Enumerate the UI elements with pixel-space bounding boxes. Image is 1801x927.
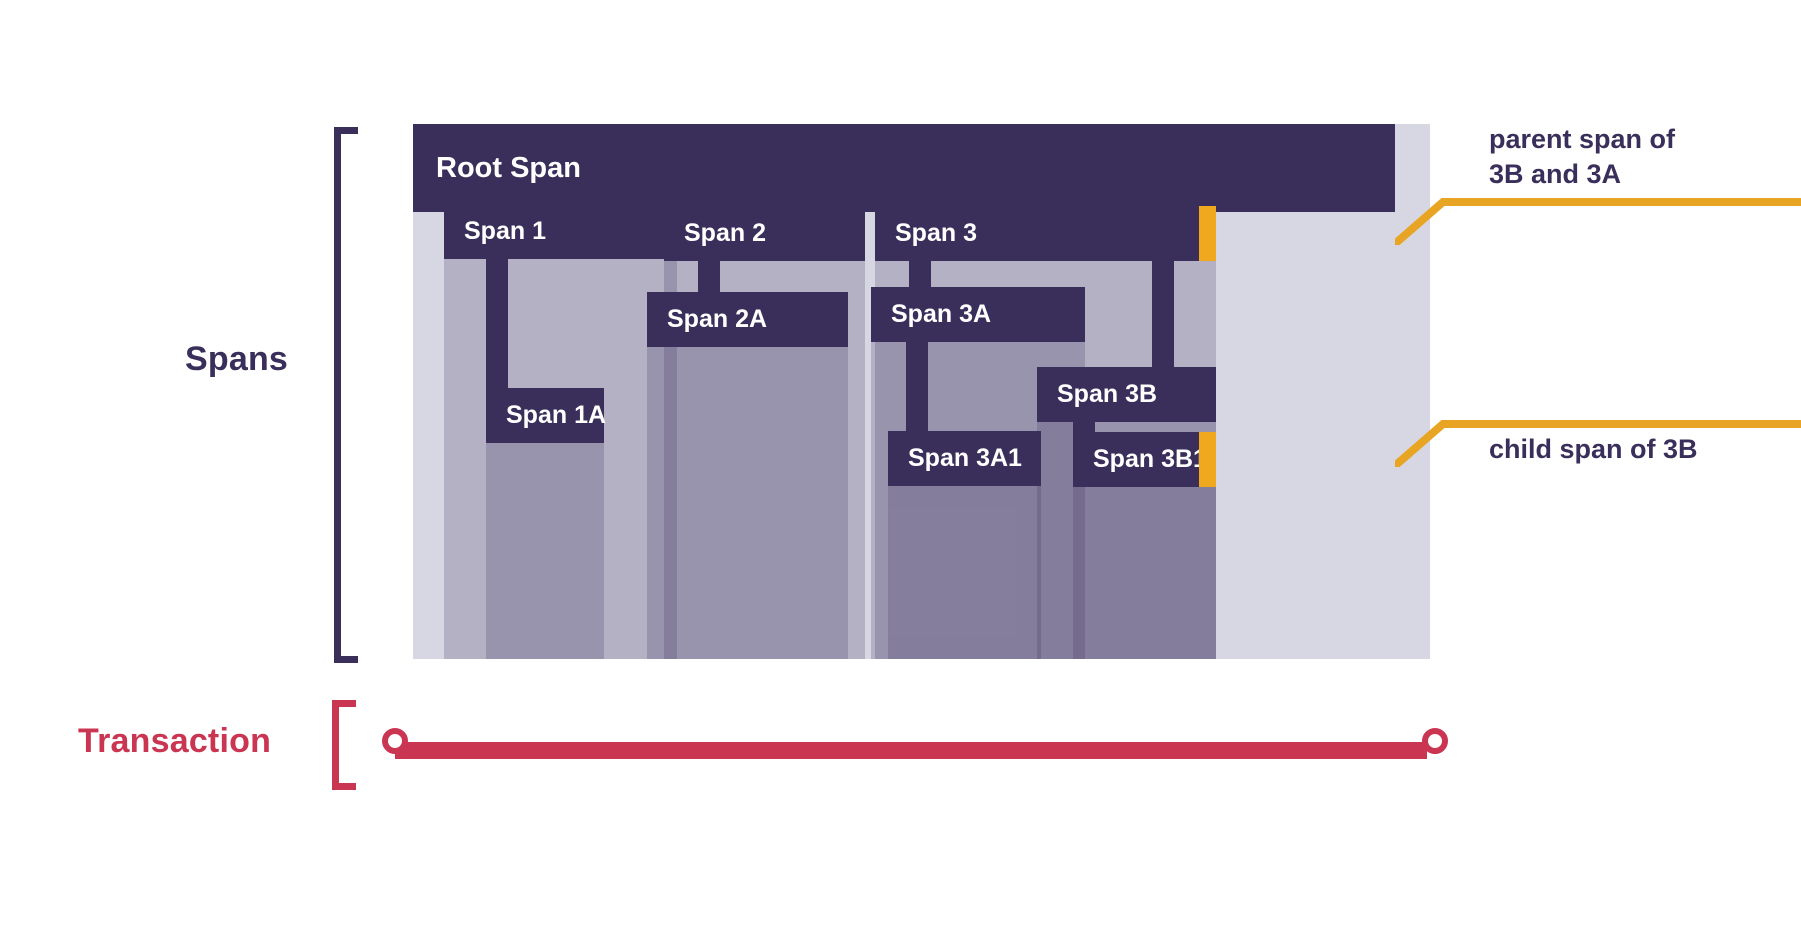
stem-span3-to-span3b [1152,261,1174,371]
child-callout-leader-line [1395,412,1801,467]
span-1[interactable]: Span 1 [444,204,677,659]
stem-span1-to-span1a [486,259,508,404]
transaction-bar [395,742,1427,759]
parent-callout-leader-line [1395,190,1801,245]
transaction-bracket [332,700,356,790]
span-3-label: Span 3 [875,206,1216,261]
highlight-marker-child-span [1199,432,1216,487]
span-1-label: Span 1 [444,204,677,259]
span-root-label: Root Span [413,124,1395,212]
span-3b1-body [1073,487,1216,659]
span-2a[interactable]: Span 2A [647,292,848,659]
span-2a-body [647,347,848,659]
spans-bracket [334,127,358,663]
stem-span3a-to-span3a1 [906,342,928,432]
span-2-label: Span 2 [664,206,865,261]
highlight-marker-parent-span [1199,206,1216,261]
spans-section-label: Spans [185,340,289,378]
span-2a-label: Span 2A [647,292,848,347]
transaction-end-dot [1422,728,1448,754]
span-waterfall: Root Span Span 1 Span 1A Span 2 Span 2A [413,124,1430,659]
span-3a1-label: Span 3A1 [888,431,1041,486]
span-3a1-body [888,486,1041,659]
span-3b1[interactable]: Span 3B1 [1073,432,1216,659]
transaction-start-dot [382,728,408,754]
parent-span-callout-text: parent span of 3B and 3A [1489,124,1676,189]
child-span-callout-text: child span of 3B [1489,434,1698,464]
span-1-body [444,259,677,659]
span-1a-body [486,443,604,659]
span-3a1[interactable]: Span 3A1 [888,431,1041,659]
stem-span3-to-span3a [909,261,931,288]
span-3b-label: Span 3B [1037,367,1216,422]
span-3a-label: Span 3A [871,287,1085,342]
transaction-section-label: Transaction [78,722,272,760]
span-1a-label: Span 1A [486,388,606,443]
span-1a[interactable]: Span 1A [486,388,606,659]
span-3b1-label: Span 3B1 [1073,432,1216,487]
span-root[interactable]: Root Span [413,124,1395,212]
